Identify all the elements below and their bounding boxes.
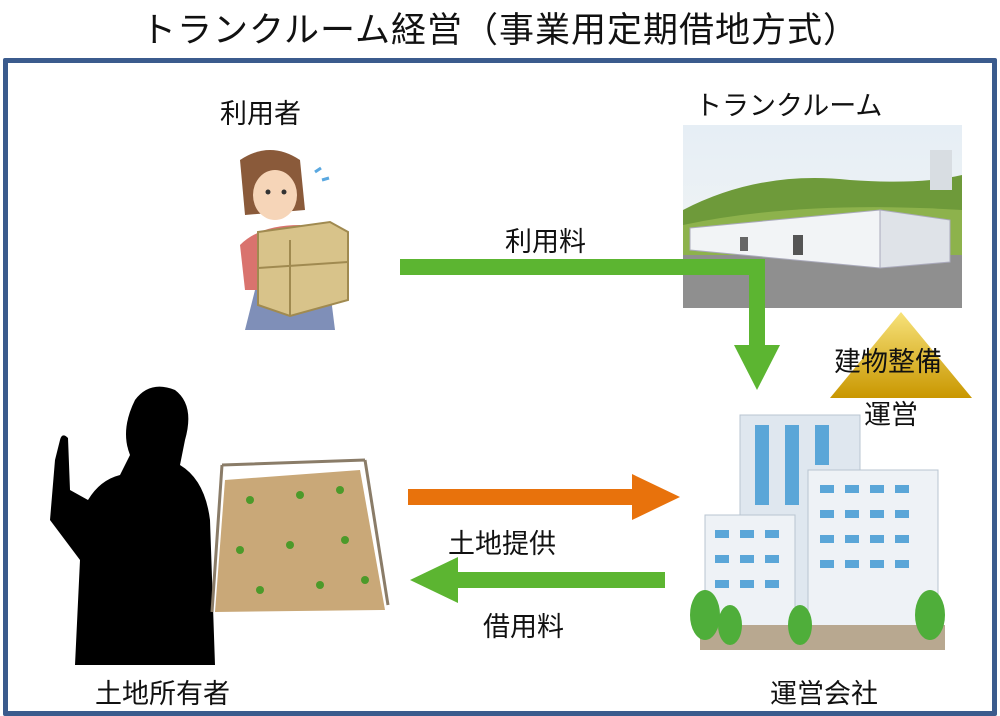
building-maintenance-label: 建物整備 [834,347,942,378]
diagram-frame [3,58,997,716]
land-field-illustration [210,458,390,613]
landowner-label: 土地所有者 [95,679,230,710]
land-provision-arrow [408,474,680,520]
user-illustration [240,150,349,330]
operation-label: 運営 [864,400,918,431]
user-label: 利用者 [220,99,301,130]
rent-fee-arrow [410,557,665,603]
company-building-illustration [690,414,945,650]
usage-fee-label: 利用料 [505,227,586,258]
trunk-room-label: トランクルーム [695,91,883,122]
usage-fee-arrow [400,259,780,390]
maintenance-triangle [830,312,972,398]
rent-fee-label: 借用料 [483,612,564,643]
landowner-silhouette [50,386,215,665]
page-title: トランクルーム経営（事業用定期借地方式） [141,11,859,51]
trunk-room-photo [683,125,962,308]
land-provision-label: 土地提供 [448,529,556,560]
operating-company-label: 運営会社 [770,679,878,710]
